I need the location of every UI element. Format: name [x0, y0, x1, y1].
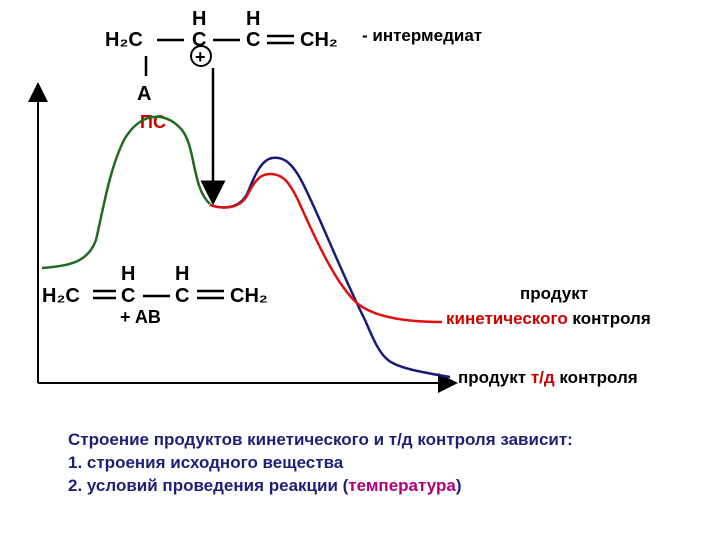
thermo-prefix: продукт — [458, 368, 531, 387]
conclusion-line1: Строение продуктов кинетического и т/д к… — [68, 430, 573, 449]
cation-charge: + — [195, 47, 206, 67]
conclusion-line3: 2. условий проведения реакции (температу… — [68, 474, 573, 497]
intermediate-molecule: H₂C H C H C CH₂ + A - интермедиат — [105, 8, 482, 105]
bottom-ch2: CH₂ — [230, 285, 268, 307]
conclusion-line3-prefix: 2. условий проведения реакции ( — [68, 476, 349, 495]
bottom-h1: H — [121, 263, 135, 285]
conclusion-text: Строение продуктов кинетического и т/д к… — [68, 428, 573, 497]
thermo-highlight: т/д — [531, 368, 555, 387]
intermediate-label: - интермедиат — [362, 26, 482, 45]
reactant-curve-green — [41, 115, 211, 270]
bottom-h2: H — [175, 263, 189, 285]
kinetic-product-line1: продукт — [520, 284, 588, 303]
conclusion-line2: 1. строения исходного вещества — [68, 453, 344, 472]
bottom-c1: C — [121, 285, 135, 307]
top-ch2: CH₂ — [300, 29, 338, 51]
conclusion-line3-suffix: ) — [455, 476, 462, 495]
reactant-molecule: H₂C H C H C CH₂ + AB — [42, 263, 268, 327]
top-h1: H — [192, 8, 206, 30]
thermo-product-label: продукт т/д контроля — [458, 368, 638, 387]
temperature-highlight: температура — [348, 476, 456, 495]
thermo-suffix: контроля — [555, 368, 638, 387]
substituent-a: A — [137, 83, 151, 105]
ps-label: ПС — [140, 112, 166, 132]
bottom-h2c: H₂C — [42, 285, 80, 307]
top-h2: H — [246, 8, 260, 30]
kinetic-rest: контроля — [568, 309, 651, 328]
kinetic-curve-red — [209, 172, 443, 324]
cation-charge-circle — [190, 45, 212, 67]
bottom-c2: C — [175, 285, 189, 307]
kinetic-highlight: кинетического — [446, 309, 568, 328]
kinetic-product-line2: кинетического контроля — [446, 309, 651, 328]
reagent-ab: + AB — [120, 307, 161, 327]
top-h2c: H₂C — [105, 29, 143, 51]
top-c2: C — [246, 29, 260, 51]
